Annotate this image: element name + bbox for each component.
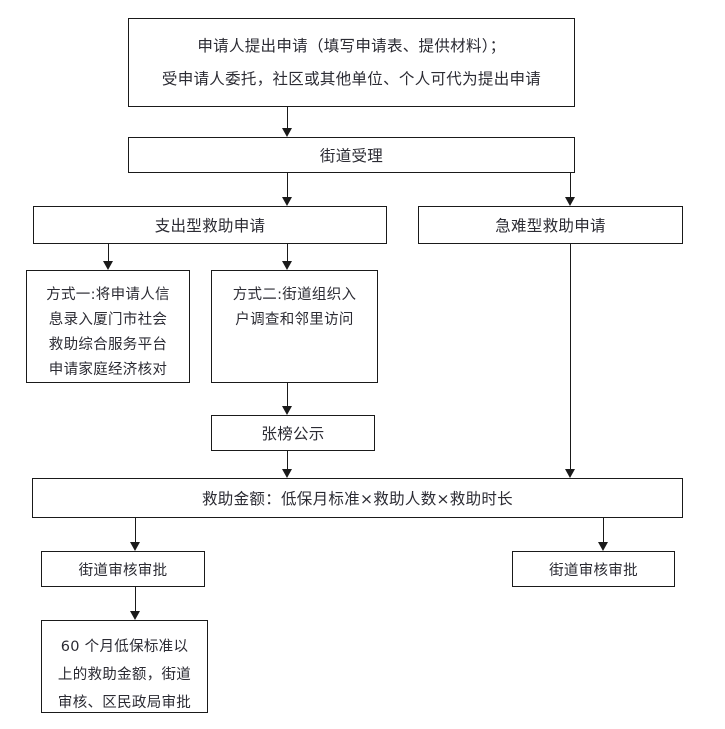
edge-accept-to-expenditure-arrowhead bbox=[282, 197, 292, 206]
edge-accept-to-urgent-line bbox=[569, 173, 571, 197]
node-method-one-line-1: 方式一:将申请人信 bbox=[46, 287, 170, 303]
node-accept-label: 街道受理 bbox=[319, 147, 384, 165]
node-method-one-line-4: 申请家庭经济核对 bbox=[48, 362, 168, 378]
edge-publicity-to-amount-line bbox=[286, 451, 288, 469]
node-method-two-line-1: 方式二:街道组织入 bbox=[232, 287, 357, 303]
node-method-two-line-2: 户调查和邻里访问 bbox=[235, 312, 354, 328]
node-method-one-line-2: 息录入厦门市社会 bbox=[48, 312, 168, 328]
node-amount-label: 救助金额：低保月标准×救助人数×救助时长 bbox=[202, 490, 513, 508]
edge-method-two-to-publicity-line bbox=[286, 383, 288, 406]
node-review-right-label: 街道审核审批 bbox=[549, 562, 638, 579]
node-review-right: 街道审核审批 bbox=[512, 551, 675, 587]
node-apply-line-1: 申请人提出申请（填写申请表、提供材料）； bbox=[197, 36, 506, 55]
node-apply-line-2: 受申请人委托，社区或其他单位、个人可代为提出申请 bbox=[161, 69, 542, 88]
node-final-approval-line-3: 审核、区民政局审批 bbox=[57, 695, 192, 711]
node-expenditure-type: 支出型救助申请 bbox=[33, 206, 387, 244]
node-publicity-label: 张榜公示 bbox=[261, 425, 325, 443]
node-review-left-label: 街道审核审批 bbox=[78, 562, 168, 579]
edge-publicity-to-amount-arrowhead bbox=[282, 469, 292, 478]
edge-apply-to-accept-line bbox=[286, 107, 288, 128]
node-apply: 申请人提出申请（填写申请表、提供材料）； 受申请人委托，社区或其他单位、个人可代… bbox=[128, 18, 575, 107]
node-urgent-type: 急难型救助申请 bbox=[418, 206, 683, 244]
edge-urgent-to-amount-arrowhead bbox=[565, 469, 575, 478]
edge-accept-to-urgent-arrowhead bbox=[565, 197, 575, 206]
edge-expenditure-to-method-one-line bbox=[107, 244, 109, 261]
node-publicity: 张榜公示 bbox=[211, 415, 375, 451]
node-method-two: 方式二:街道组织入 户调查和邻里访问 bbox=[211, 270, 378, 383]
edge-method-two-to-publicity-arrowhead bbox=[282, 406, 292, 415]
node-final-approval-line-1: 60 个月低保标准以 bbox=[60, 639, 189, 655]
edge-expenditure-to-method-two-line bbox=[286, 244, 288, 261]
edge-apply-to-accept-arrowhead bbox=[282, 128, 292, 137]
edge-urgent-to-amount-line bbox=[569, 244, 571, 469]
edge-amount-to-review-right-arrowhead bbox=[598, 542, 608, 551]
node-final-approval-line-2: 上的救助金额，街道 bbox=[57, 667, 192, 683]
edge-amount-to-review-right-line bbox=[602, 518, 604, 542]
node-urgent-type-label: 急难型救助申请 bbox=[495, 217, 606, 235]
node-expenditure-type-label: 支出型救助申请 bbox=[154, 217, 266, 235]
edge-expenditure-to-method-one-arrowhead bbox=[103, 261, 113, 270]
node-method-one-line-3: 救助综合服务平台 bbox=[48, 337, 168, 353]
node-method-one: 方式一:将申请人信 息录入厦门市社会 救助综合服务平台 申请家庭经济核对 bbox=[26, 270, 190, 383]
edge-accept-to-expenditure-line bbox=[286, 173, 288, 197]
edge-amount-to-review-left-line bbox=[134, 518, 136, 542]
node-review-left: 街道审核审批 bbox=[41, 551, 205, 587]
edge-review-left-to-final-line bbox=[134, 587, 136, 611]
node-accept: 街道受理 bbox=[128, 137, 575, 173]
edge-expenditure-to-method-two-arrowhead bbox=[282, 261, 292, 270]
edge-amount-to-review-left-arrowhead bbox=[130, 542, 140, 551]
node-amount: 救助金额：低保月标准×救助人数×救助时长 bbox=[32, 478, 683, 518]
edge-review-left-to-final-arrowhead bbox=[130, 611, 140, 620]
node-final-approval: 60 个月低保标准以 上的救助金额，街道 审核、区民政局审批 bbox=[41, 620, 208, 713]
